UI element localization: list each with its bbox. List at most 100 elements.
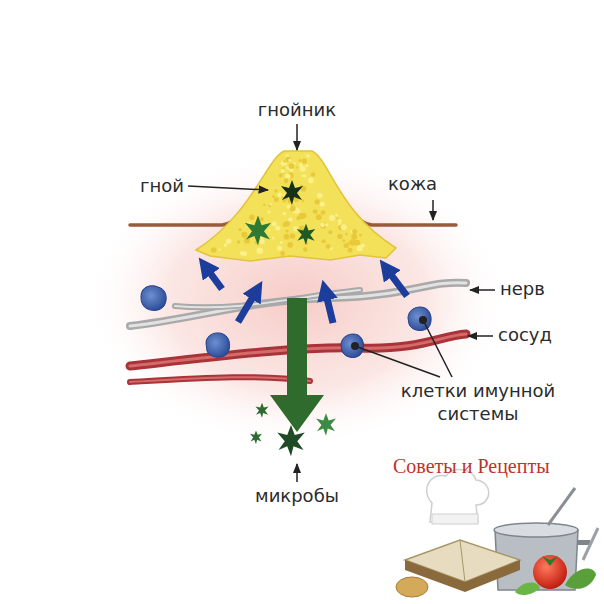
pus-texture [322, 239, 326, 243]
pus-texture [336, 217, 338, 219]
microbes [250, 403, 336, 456]
pus-texture [351, 234, 357, 240]
pus-texture [284, 178, 289, 183]
pus-texture [260, 217, 264, 221]
pointer-label: клетки имунной системы [378, 380, 578, 425]
pus-texture [286, 157, 291, 162]
pus-texture [313, 209, 318, 214]
pointer-label: гной [140, 175, 184, 198]
pus-texture [342, 239, 345, 242]
pointer-label: сосуд [498, 324, 552, 347]
pus-texture [305, 164, 308, 167]
pus-texture [274, 189, 278, 193]
pus-texture [224, 243, 228, 247]
pus-texture [288, 163, 294, 169]
pus-texture [272, 237, 275, 240]
pus-texture [263, 204, 265, 206]
pus-texture [279, 173, 283, 177]
pus-texture [282, 167, 284, 169]
pus-texture [288, 217, 292, 221]
pus-texture [281, 161, 286, 166]
pus-texture [257, 248, 263, 254]
watermark: Советы и Рецепты [393, 454, 550, 479]
pus-texture [299, 163, 303, 167]
pus-texture [286, 229, 289, 232]
immune-cells [141, 286, 431, 358]
pus-texture [335, 214, 338, 217]
pus-texture [316, 214, 322, 220]
pus-texture [303, 247, 308, 252]
pus-texture [238, 228, 241, 231]
pus-texture [272, 195, 275, 198]
pus-texture [286, 205, 290, 209]
pointer-label: кожа [388, 173, 437, 196]
pus-texture [311, 172, 315, 176]
pus-texture [280, 251, 285, 256]
pus-texture [287, 242, 293, 248]
leader-dot [351, 342, 359, 350]
pus-texture [299, 159, 302, 162]
pus-texture [315, 199, 320, 204]
pus-texture [283, 199, 286, 202]
pus-texture [337, 234, 342, 239]
pus-texture [249, 215, 255, 221]
pus-texture [302, 159, 307, 164]
pus-texture [326, 244, 331, 249]
pus-texture [241, 232, 247, 238]
pus-texture [338, 223, 341, 226]
pus-texture [226, 239, 231, 244]
pus-texture [237, 240, 240, 243]
pus-mass [196, 151, 396, 261]
pus-texture [325, 223, 328, 226]
pus-texture [328, 230, 332, 234]
pus-texture [280, 241, 283, 244]
pus-texture [330, 247, 333, 250]
pus-texture [345, 233, 347, 235]
pus-texture [302, 174, 305, 177]
pus-texture [293, 226, 298, 231]
pus-texture [296, 167, 298, 169]
pointer-label: нерв [500, 278, 545, 301]
pus-texture [359, 234, 362, 237]
pus-texture [272, 221, 277, 226]
pus-texture [211, 247, 216, 252]
pointer-label: микробы [255, 485, 339, 508]
pus-texture [277, 246, 282, 251]
pus-texture [275, 225, 280, 230]
pus-texture [283, 212, 286, 215]
pus-texture [321, 210, 326, 215]
pus-texture [348, 248, 353, 253]
pus-texture [274, 197, 279, 202]
microbe-arrow [270, 298, 324, 432]
pus-texture [306, 154, 309, 157]
pus-texture [281, 169, 285, 173]
pus-texture [308, 178, 314, 184]
pus-texture [288, 159, 291, 162]
pus-texture [270, 203, 272, 205]
pus-texture [290, 206, 296, 212]
pus-texture [317, 193, 323, 199]
pus-texture [240, 251, 245, 256]
pus-texture [219, 248, 221, 250]
leader-lines [188, 124, 495, 482]
leader-dot [419, 316, 427, 324]
pus-texture [285, 174, 291, 180]
cooking-logo [396, 470, 598, 597]
pus-texture [301, 225, 304, 228]
pus-texture [290, 233, 296, 239]
pus-texture [284, 234, 290, 240]
pus-texture [320, 202, 325, 207]
pus-texture [349, 239, 355, 245]
pus-texture [282, 222, 287, 227]
pointer-label: гнойник [258, 99, 336, 122]
pus-texture [341, 224, 347, 230]
pus-texture [346, 242, 349, 245]
pus-texture [302, 199, 305, 202]
pus-texture [268, 230, 270, 232]
pus-texture [301, 213, 306, 218]
pus-texture [357, 245, 363, 251]
pus-texture [268, 211, 271, 214]
pus-texture [352, 229, 357, 234]
